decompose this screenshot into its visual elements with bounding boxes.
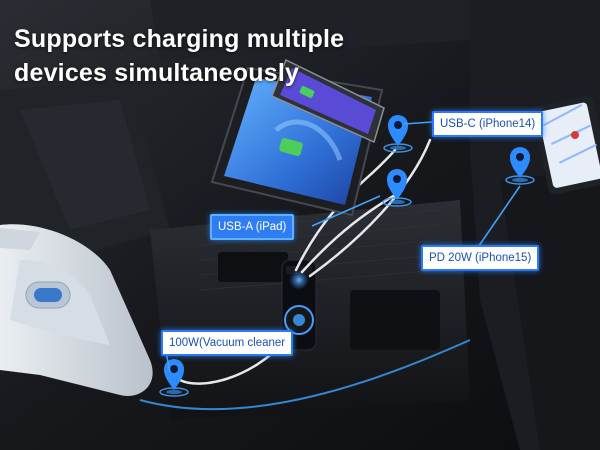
vacuum-cleaner-label: 100W(Vacuum cleaner: [161, 330, 294, 356]
headline-line-1: Supports charging multiple: [14, 25, 345, 53]
headline-line-2: devices simultaneously: [14, 59, 300, 87]
phone-icon: [271, 58, 385, 144]
usb-a-label: USB-A (iPad): [210, 214, 295, 240]
vacuum-cleaner-icon: [0, 224, 153, 396]
pd-20w-label: PD 20W (iPhone15): [421, 245, 540, 271]
usb-c-label: USB-C (iPhone14): [432, 111, 544, 137]
